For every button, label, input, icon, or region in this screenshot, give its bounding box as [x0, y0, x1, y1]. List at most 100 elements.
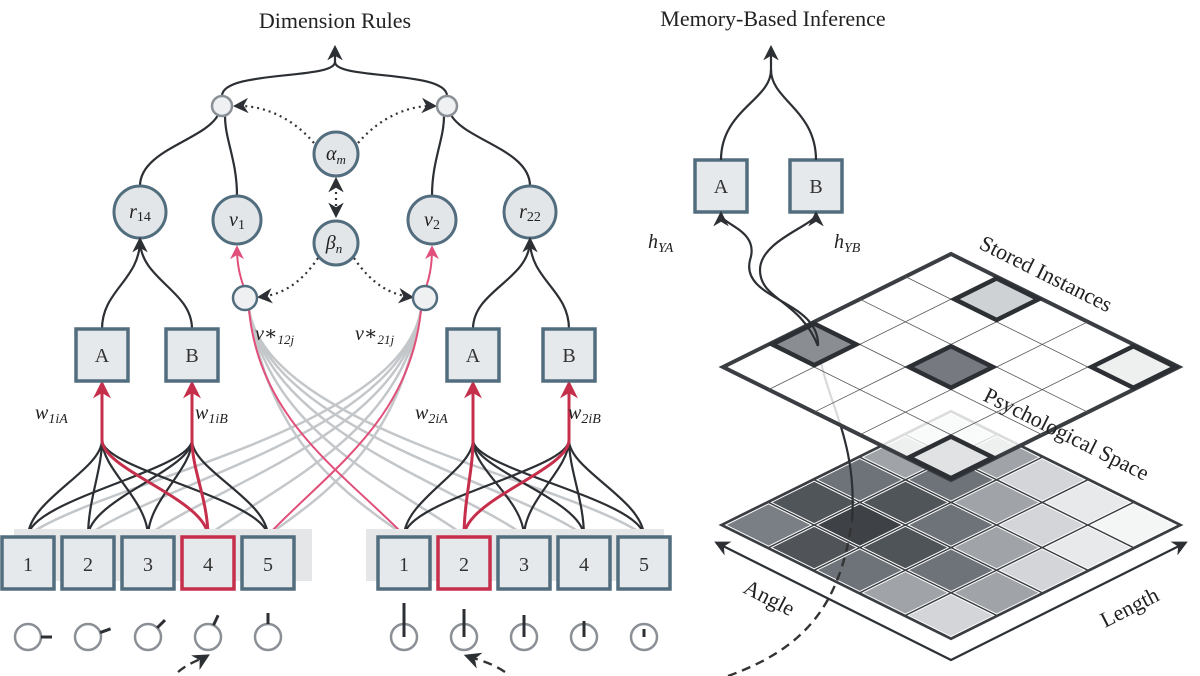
- psych-space-cell: [1043, 480, 1132, 525]
- cross-link-inactive: [247, 309, 465, 537]
- psych-space-cell: [861, 525, 950, 570]
- stored-instance-cell: [1086, 343, 1181, 391]
- dim1-category-B-label: B: [185, 345, 198, 367]
- v12-label: v∗12j: [255, 323, 294, 347]
- svg-text:v2: v2: [424, 209, 440, 233]
- r14-to-gate: [138, 114, 219, 187]
- psych-space-cell: [952, 525, 1041, 570]
- cross-link-inactive: [147, 309, 423, 537]
- psych-space-cell: [770, 480, 859, 525]
- dim2-unit-label: 3: [519, 554, 529, 576]
- dim1-unit-label: 3: [143, 554, 153, 576]
- weight-link: [471, 383, 526, 538]
- dim1-unit-frame: [240, 535, 296, 591]
- A1-to-r14: [100, 236, 148, 330]
- dim2-unit-label: 1: [399, 554, 409, 576]
- memory-category-A: A: [693, 158, 749, 214]
- dim2-unit: 2: [436, 535, 492, 591]
- memory-label-YB: hYB: [834, 231, 861, 256]
- dim1-category-A: A: [74, 327, 130, 383]
- B1-to-r14: [138, 239, 194, 330]
- stimulus-probe-path: [727, 519, 854, 676]
- angle-stimulus-icon: [133, 622, 163, 652]
- dim1-unit-frame: [180, 535, 236, 591]
- dim2-category-B-label: B: [562, 345, 575, 367]
- dim2-unit: 1: [376, 535, 432, 591]
- angle-stimulus-stem: [99, 627, 112, 634]
- instance-to-A: [713, 210, 820, 347]
- stored-instance-cell: [949, 275, 1044, 323]
- dim2-unit: 5: [616, 535, 672, 591]
- psych-space-cell: [998, 503, 1087, 547]
- svg-text:r14: r14: [129, 201, 151, 225]
- r22-to-gate: [450, 114, 532, 187]
- dim2-unit-label: 5: [639, 554, 649, 576]
- memory-fork-left: [719, 69, 773, 161]
- dim1-unit-frame: [60, 535, 116, 591]
- psych-space-cell: [952, 480, 1041, 525]
- angle-stimulus-icon: [73, 622, 103, 652]
- grids-layer: [713, 210, 1188, 676]
- memory-label-YA: hYA: [648, 231, 674, 256]
- v1-node: v1: [211, 194, 263, 246]
- weight-label-2iB: w2iB: [568, 402, 601, 427]
- dim2-unit-frame: [376, 535, 432, 591]
- angle-stimulus-icon: [13, 622, 43, 652]
- dim1-unit-label: 2: [83, 554, 93, 576]
- dim1-unit: 2: [60, 535, 116, 591]
- dim1-unit-frame: [120, 535, 176, 591]
- alpha-to-right-gate: [357, 97, 438, 144]
- weight-label-1iA: w1iA: [35, 402, 68, 427]
- dim1-category-A-frame: [74, 327, 130, 383]
- dim2-category-B: B: [541, 327, 597, 383]
- memory-category-A-label: A: [714, 176, 729, 198]
- psych-space-cell: [861, 480, 950, 525]
- psych-space-cell: [724, 503, 813, 547]
- B2-to-r22: [528, 239, 571, 330]
- weight-link: [86, 383, 194, 538]
- beta-node: βn: [312, 219, 360, 267]
- cross-link-inactive: [87, 309, 423, 537]
- dim2-unit-frame: [496, 535, 552, 591]
- dim1-unit: 1: [0, 535, 56, 591]
- dim2-unit-frame: [556, 535, 612, 591]
- v2-node: v2: [406, 194, 458, 246]
- psych-space-cell: [998, 457, 1087, 502]
- v12-node: [231, 284, 259, 312]
- weight-link: [567, 383, 646, 538]
- psych-space-cell: [907, 503, 995, 547]
- dim1-unit: 4: [180, 535, 236, 591]
- right-input-arrow: [463, 652, 506, 673]
- cross-link-active-1: [267, 309, 422, 536]
- v2-to-gate: [430, 115, 446, 197]
- dim1-unit: 3: [120, 535, 176, 591]
- stored-instance-cell: [903, 434, 999, 481]
- r22-node: r22: [502, 184, 558, 240]
- dim1-unit-frame: [0, 535, 56, 591]
- dimension-rules-title: Dimension Rules: [259, 8, 411, 33]
- v21-label: v∗21j: [355, 323, 394, 347]
- cross-link-inactive: [247, 309, 405, 537]
- cross-link-inactive: [207, 309, 423, 537]
- left-input-arrow: [177, 654, 210, 673]
- beta-to-v12: [256, 257, 319, 304]
- svg-text:v1: v1: [229, 209, 245, 233]
- dim1-unit: 5: [240, 535, 296, 591]
- dim1-unit-label: 4: [203, 554, 213, 576]
- memory-fork-right: [769, 69, 818, 161]
- dimension-axes: [714, 541, 1188, 662]
- memory-category-B-label: B: [809, 176, 822, 198]
- selected-weight-link: [462, 380, 578, 538]
- memory-inference-title: Memory-Based Inference: [660, 6, 885, 31]
- output-fork-left: [220, 61, 337, 97]
- angle-stimulus-stem: [156, 618, 167, 629]
- dim1-unit-label: 5: [263, 554, 273, 576]
- v1-to-gate: [223, 115, 239, 197]
- angle-stimulus-icon: [253, 622, 283, 652]
- weight-link: [26, 383, 194, 538]
- angle-stimulus-icon: [193, 622, 223, 652]
- selected-weight-link: [93, 380, 210, 538]
- stored-instance-cell: [767, 321, 862, 368]
